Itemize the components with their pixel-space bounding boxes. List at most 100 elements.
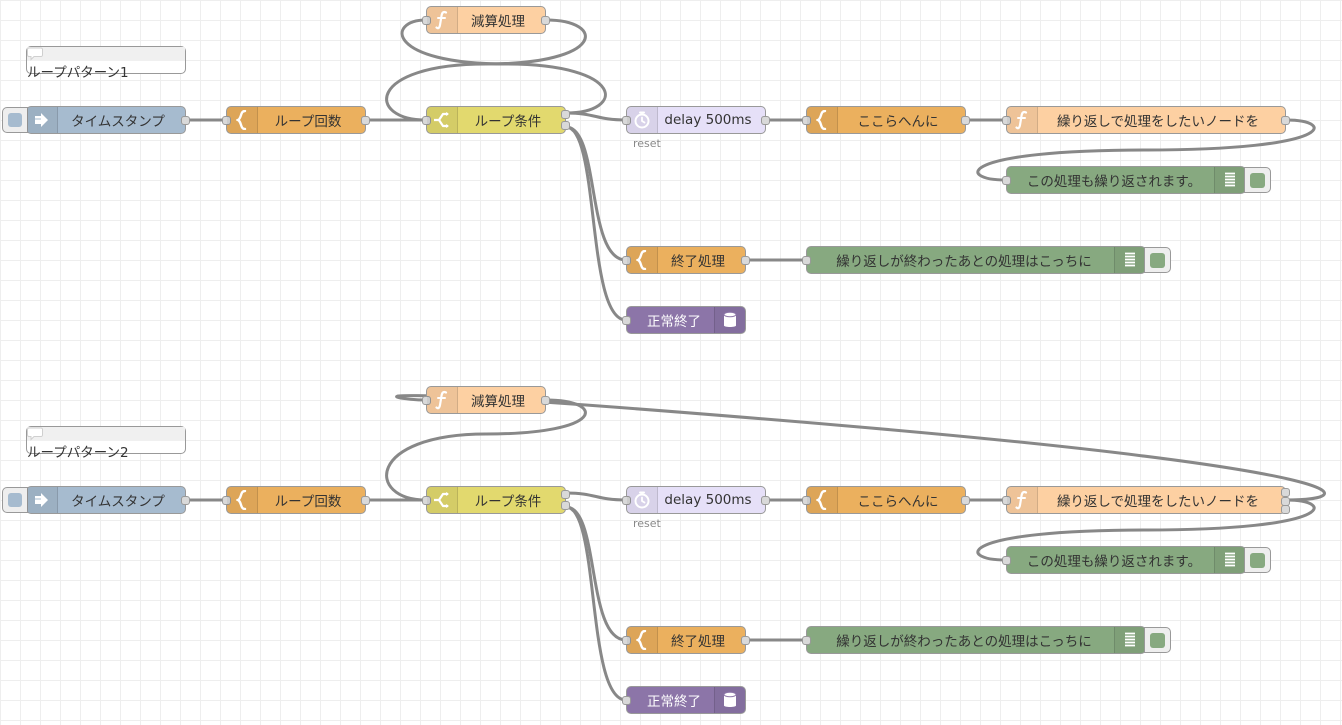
wire <box>565 491 627 502</box>
delay-node[interactable]: delay 500ms reset <box>622 486 770 530</box>
output-port[interactable] <box>961 495 970 505</box>
template-node-here[interactable]: ここらへんに <box>802 486 970 514</box>
template-brace-icon <box>636 630 647 650</box>
input-port[interactable] <box>422 395 431 405</box>
input-port[interactable] <box>1002 115 1011 125</box>
delay-label: delay 500ms <box>664 492 752 508</box>
template-brace-icon <box>816 490 827 510</box>
inject-button[interactable] <box>2 487 28 513</box>
input-port[interactable] <box>422 495 431 505</box>
template-node-loop-count[interactable]: ループ回数 <box>222 106 370 134</box>
output-port-1[interactable] <box>1281 488 1290 497</box>
input-port[interactable] <box>622 255 631 265</box>
wire <box>976 118 1316 182</box>
finish-debug-label: 繰り返しが終わったあとの処理はこっちに <box>836 254 1092 270</box>
output-port[interactable] <box>181 115 190 125</box>
input-port[interactable] <box>1002 175 1011 185</box>
timer-icon <box>634 491 650 509</box>
input-port[interactable] <box>422 115 431 125</box>
input-port[interactable] <box>802 115 811 125</box>
function-node-repeat[interactable]: 繰り返しで処理をしたいノードを <box>1002 486 1290 514</box>
input-port[interactable] <box>222 495 231 505</box>
wire <box>385 18 587 122</box>
input-port[interactable] <box>802 255 811 265</box>
switch-node-loop-condition[interactable]: ループ条件 <box>422 486 570 514</box>
debug-list-icon <box>1125 632 1135 647</box>
loop-count-label: ループ回数 <box>274 494 342 510</box>
output-port[interactable] <box>181 495 190 505</box>
template-node-finish[interactable]: 終了処理 <box>622 246 750 274</box>
function-node-decrement[interactable]: 減算処理 <box>422 6 550 34</box>
template-label: ここらへんに <box>857 114 939 130</box>
comment-node[interactable]: ループパターン1 <box>26 46 186 81</box>
template-brace-icon <box>636 250 647 270</box>
normal-end-label: 正常終了 <box>647 314 701 330</box>
switch-node-loop-condition[interactable]: ループ条件 <box>422 106 570 134</box>
output-port[interactable] <box>541 395 550 405</box>
function-icon <box>435 390 448 410</box>
comment-node[interactable]: ループパターン2 <box>26 426 186 461</box>
debug-node-repeat[interactable]: この処理も繰り返されます。 <box>1002 546 1271 574</box>
debug-node-repeat[interactable]: この処理も繰り返されます。 <box>1002 166 1271 194</box>
input-port[interactable] <box>622 695 631 705</box>
debug-toggle-button[interactable] <box>1244 547 1271 573</box>
template-node-here[interactable]: ここらへんに <box>802 106 970 134</box>
debug-node-finish[interactable]: 繰り返しが終わったあとの処理はこっちに <box>802 246 1171 274</box>
debug-toggle-button[interactable] <box>1244 167 1271 193</box>
template-brace-icon <box>236 110 247 130</box>
comment-icon <box>27 47 43 61</box>
input-port[interactable] <box>802 635 811 645</box>
input-port[interactable] <box>622 635 631 645</box>
storage-node-normal-end[interactable]: 正常終了 <box>622 306 746 334</box>
input-port[interactable] <box>622 115 631 125</box>
output-port[interactable] <box>741 635 750 645</box>
output-port-1[interactable] <box>561 110 570 119</box>
output-port[interactable] <box>761 115 770 125</box>
wire <box>395 394 1326 502</box>
debug-node-finish[interactable]: 繰り返しが終わったあとの処理はこっちに <box>802 626 1171 654</box>
delay-node[interactable]: delay 500ms reset <box>622 106 770 150</box>
repeat-function-label: 繰り返しで処理をしたいノードを <box>1056 114 1260 130</box>
inject-button[interactable] <box>2 107 28 133</box>
finish-template-label: 終了処理 <box>671 254 725 270</box>
template-node-finish[interactable]: 終了処理 <box>622 626 750 654</box>
inject-label: タイムスタンプ <box>71 114 165 130</box>
database-icon <box>723 691 737 707</box>
input-port[interactable] <box>1002 555 1011 565</box>
input-port[interactable] <box>622 495 631 505</box>
output-port[interactable] <box>361 495 370 505</box>
output-port[interactable] <box>761 495 770 505</box>
function-node-repeat[interactable]: 繰り返しで処理をしたいノードを <box>1002 106 1290 134</box>
output-port[interactable] <box>541 15 550 25</box>
input-port[interactable] <box>222 115 231 125</box>
output-port-1[interactable] <box>561 490 570 499</box>
input-port[interactable] <box>802 495 811 505</box>
debug-toggle-button[interactable] <box>1144 627 1171 653</box>
output-port[interactable] <box>1281 115 1290 125</box>
output-port-3[interactable] <box>1281 505 1290 514</box>
input-port[interactable] <box>422 15 431 25</box>
debug-toggle-button[interactable] <box>1144 247 1171 273</box>
input-port[interactable] <box>1002 495 1011 505</box>
output-port[interactable] <box>961 115 970 125</box>
inject-arrow-icon <box>35 113 48 127</box>
output-port-2[interactable] <box>561 501 570 510</box>
delay-status: reset <box>633 137 661 150</box>
template-brace-icon <box>816 110 827 130</box>
input-port[interactable] <box>622 315 631 325</box>
function-node-decrement[interactable]: 減算処理 <box>422 386 550 414</box>
wire <box>385 398 587 502</box>
switch-icon <box>434 492 449 508</box>
template-node-loop-count[interactable]: ループ回数 <box>222 486 370 514</box>
inject-node[interactable]: タイムスタンプ <box>2 486 190 514</box>
inject-node[interactable]: タイムスタンプ <box>2 106 190 134</box>
output-port-2[interactable] <box>561 121 570 130</box>
function-icon <box>1015 490 1028 510</box>
timer-icon <box>634 111 650 129</box>
wire <box>976 498 1316 562</box>
output-port[interactable] <box>741 255 750 265</box>
storage-node-normal-end[interactable]: 正常終了 <box>622 686 746 714</box>
delay-label: delay 500ms <box>664 112 752 128</box>
debug-list-icon <box>1225 552 1235 567</box>
output-port[interactable] <box>361 115 370 125</box>
